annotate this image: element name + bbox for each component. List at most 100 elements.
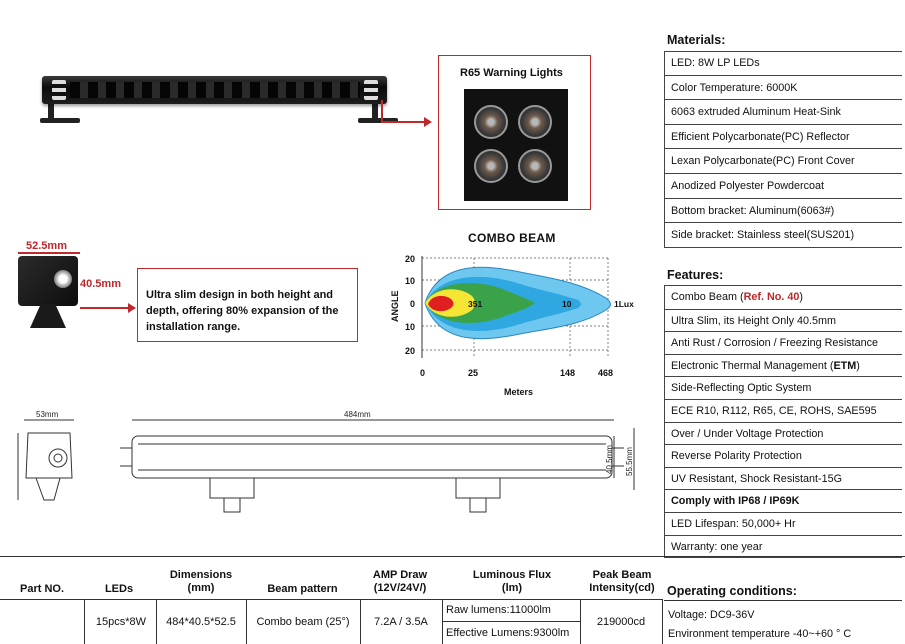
table-col-divider (662, 599, 663, 644)
operating-title: Operating conditions: (667, 584, 797, 598)
side-height-dim: 40.5mm (80, 278, 121, 290)
flux-split-rule (442, 621, 580, 622)
materials-item: Anodized Polyester Powdercoat (664, 173, 902, 199)
table-top-rule (0, 556, 905, 557)
x-axis-label: Meters (504, 387, 533, 397)
combo-ref: Ref. No. 40 (743, 291, 800, 303)
contour-label: 351 (468, 299, 482, 309)
cell-dimensions: 484*40.5*52.5 (166, 616, 236, 628)
slim-callout-line (80, 307, 130, 309)
callout-line-horizontal (381, 121, 425, 123)
features-item: Over / Under Voltage Protection (664, 422, 902, 446)
features-list: Combo Beam (Ref. No. 40) Ultra Slim, its… (664, 285, 902, 559)
side-width-line (18, 252, 80, 254)
height-b-text: 55.5mm (625, 447, 634, 476)
materials-item: LED: 8W LP LEDs (664, 51, 902, 76)
mount-bracket-left (209, 477, 255, 499)
bar-outline (131, 435, 613, 479)
features-item: Anti Rust / Corrosion / Freezing Resista… (664, 332, 902, 355)
lens (518, 149, 552, 183)
header-dimensions-line1: Dimensions (169, 569, 233, 581)
x-tick: 468 (598, 368, 613, 378)
cell-raw-lumens: Raw lumens:11000lm (446, 604, 551, 616)
cell-amp-draw: 7.2A / 3.5A (374, 616, 428, 628)
header-beam-pattern: Beam pattern (267, 583, 338, 595)
bar-foot-left (40, 118, 80, 123)
header-dimensions-line2: (mm) (187, 582, 215, 594)
etm-suffix: ) (856, 359, 860, 372)
table-col-divider (156, 599, 157, 644)
features-item-combo-beam: Combo Beam (Ref. No. 40) (664, 285, 902, 310)
cell-leds: 15pcs*8W (95, 616, 147, 628)
side-lens-outline (48, 448, 68, 468)
operating-voltage: Voltage: DC9-36V (668, 609, 755, 621)
beam-chart-title: COMBO BEAM (468, 231, 556, 245)
cell-beam-pattern: Combo beam (25°) (256, 616, 350, 628)
header-luminous-flux: Luminous Flux(lm) (446, 569, 578, 595)
y-tick: 20 (405, 254, 415, 264)
side-outline (25, 432, 73, 479)
bar-leg-left (48, 100, 54, 122)
side-width-dim: 52.5mm (26, 240, 67, 252)
combo-prefix: Combo Beam ( (671, 291, 744, 303)
beam-contour-red (428, 295, 454, 312)
y-tick: 20 (405, 346, 415, 356)
table-col-divider (246, 599, 247, 644)
slim-callout-arrow (128, 303, 136, 313)
header-peak-line2: Intensity(cd) (589, 582, 655, 594)
y-tick: 10 (405, 322, 415, 332)
warning-led-right (364, 80, 378, 100)
x-tick: 25 (468, 368, 478, 378)
cell-effective-lumens: Effective Lumens:9300lm (446, 627, 570, 639)
etm-prefix: Electronic Thermal Management ( (671, 359, 834, 372)
materials-top-border (664, 51, 902, 52)
mount-bolt-right (469, 497, 487, 513)
table-col-divider (84, 599, 85, 644)
callout-arrow (424, 117, 432, 127)
etm-bold: ETM (833, 359, 857, 372)
lens (474, 105, 508, 139)
contour-label: 10 (562, 299, 572, 309)
materials-item: Bottom bracket: Aluminum(6063#) (664, 198, 902, 224)
lens (518, 105, 552, 139)
features-item: Comply with IP68 / IP69K (664, 490, 902, 513)
features-item: ECE R10, R112, R65, CE, ROHS, SAE595 (664, 399, 902, 423)
features-item: LED Lifespan: 50,000+ Hr (664, 512, 902, 536)
features-item: Side-Reflecting Optic System (664, 377, 902, 400)
features-title: Features: (667, 268, 724, 282)
callout-line-vertical (381, 100, 383, 122)
side-view-photo (18, 256, 78, 306)
contour-label: 1Lux (614, 299, 634, 309)
y-tick: 10 (405, 276, 415, 286)
header-leds: LEDs (104, 583, 134, 595)
header-part-no: Part NO. (19, 583, 64, 595)
slim-design-text: Ultra slim design in both height and dep… (146, 289, 339, 333)
header-peak-line1: Peak Beam (592, 569, 652, 581)
materials-item: Lexan Polycarbonate(PC) Front Cover (664, 149, 902, 174)
cell-peak-intensity: 219000cd (596, 616, 646, 628)
features-item-etm: Electronic Thermal Management (ETM) (664, 354, 902, 378)
features-item: Reverse Polarity Protection (664, 445, 902, 468)
table-col-divider (360, 599, 361, 644)
warning-led-left (52, 80, 66, 100)
header-flux-line2: (lm) (501, 582, 523, 594)
mount-bracket-right (455, 477, 501, 499)
light-bar-leds (70, 82, 360, 98)
materials-item: Side bracket: Stainless steel(SUS201) (664, 223, 902, 248)
slim-design-box (137, 268, 358, 342)
header-amp-draw: AMP Draw(12V/24V/) (360, 569, 440, 595)
materials-item: Color Temperature: 6000K (664, 75, 902, 101)
warning-lights-photo (464, 89, 568, 201)
header-amp-line2: (12V/24V/) (373, 582, 427, 594)
materials-item: 6063 extruded Aluminum Heat-Sink (664, 100, 902, 125)
features-item: Ultra Slim, its Height Only 40.5mm (664, 309, 902, 333)
features-item: UV Resistant, Shock Resistant-15G (664, 467, 902, 491)
beam-chart: 20 10 0 10 20 0 25 148 468 351 10 1Lux M… (390, 254, 634, 397)
materials-item: Efficient Polycarbonate(PC) Reflector (664, 124, 902, 150)
side-bracket (30, 304, 66, 328)
bar-leg-right (372, 100, 378, 122)
length-dim-text: 484mm (344, 410, 371, 419)
x-tick: 148 (560, 368, 575, 378)
y-axis-label: ANGLE (390, 291, 400, 323)
